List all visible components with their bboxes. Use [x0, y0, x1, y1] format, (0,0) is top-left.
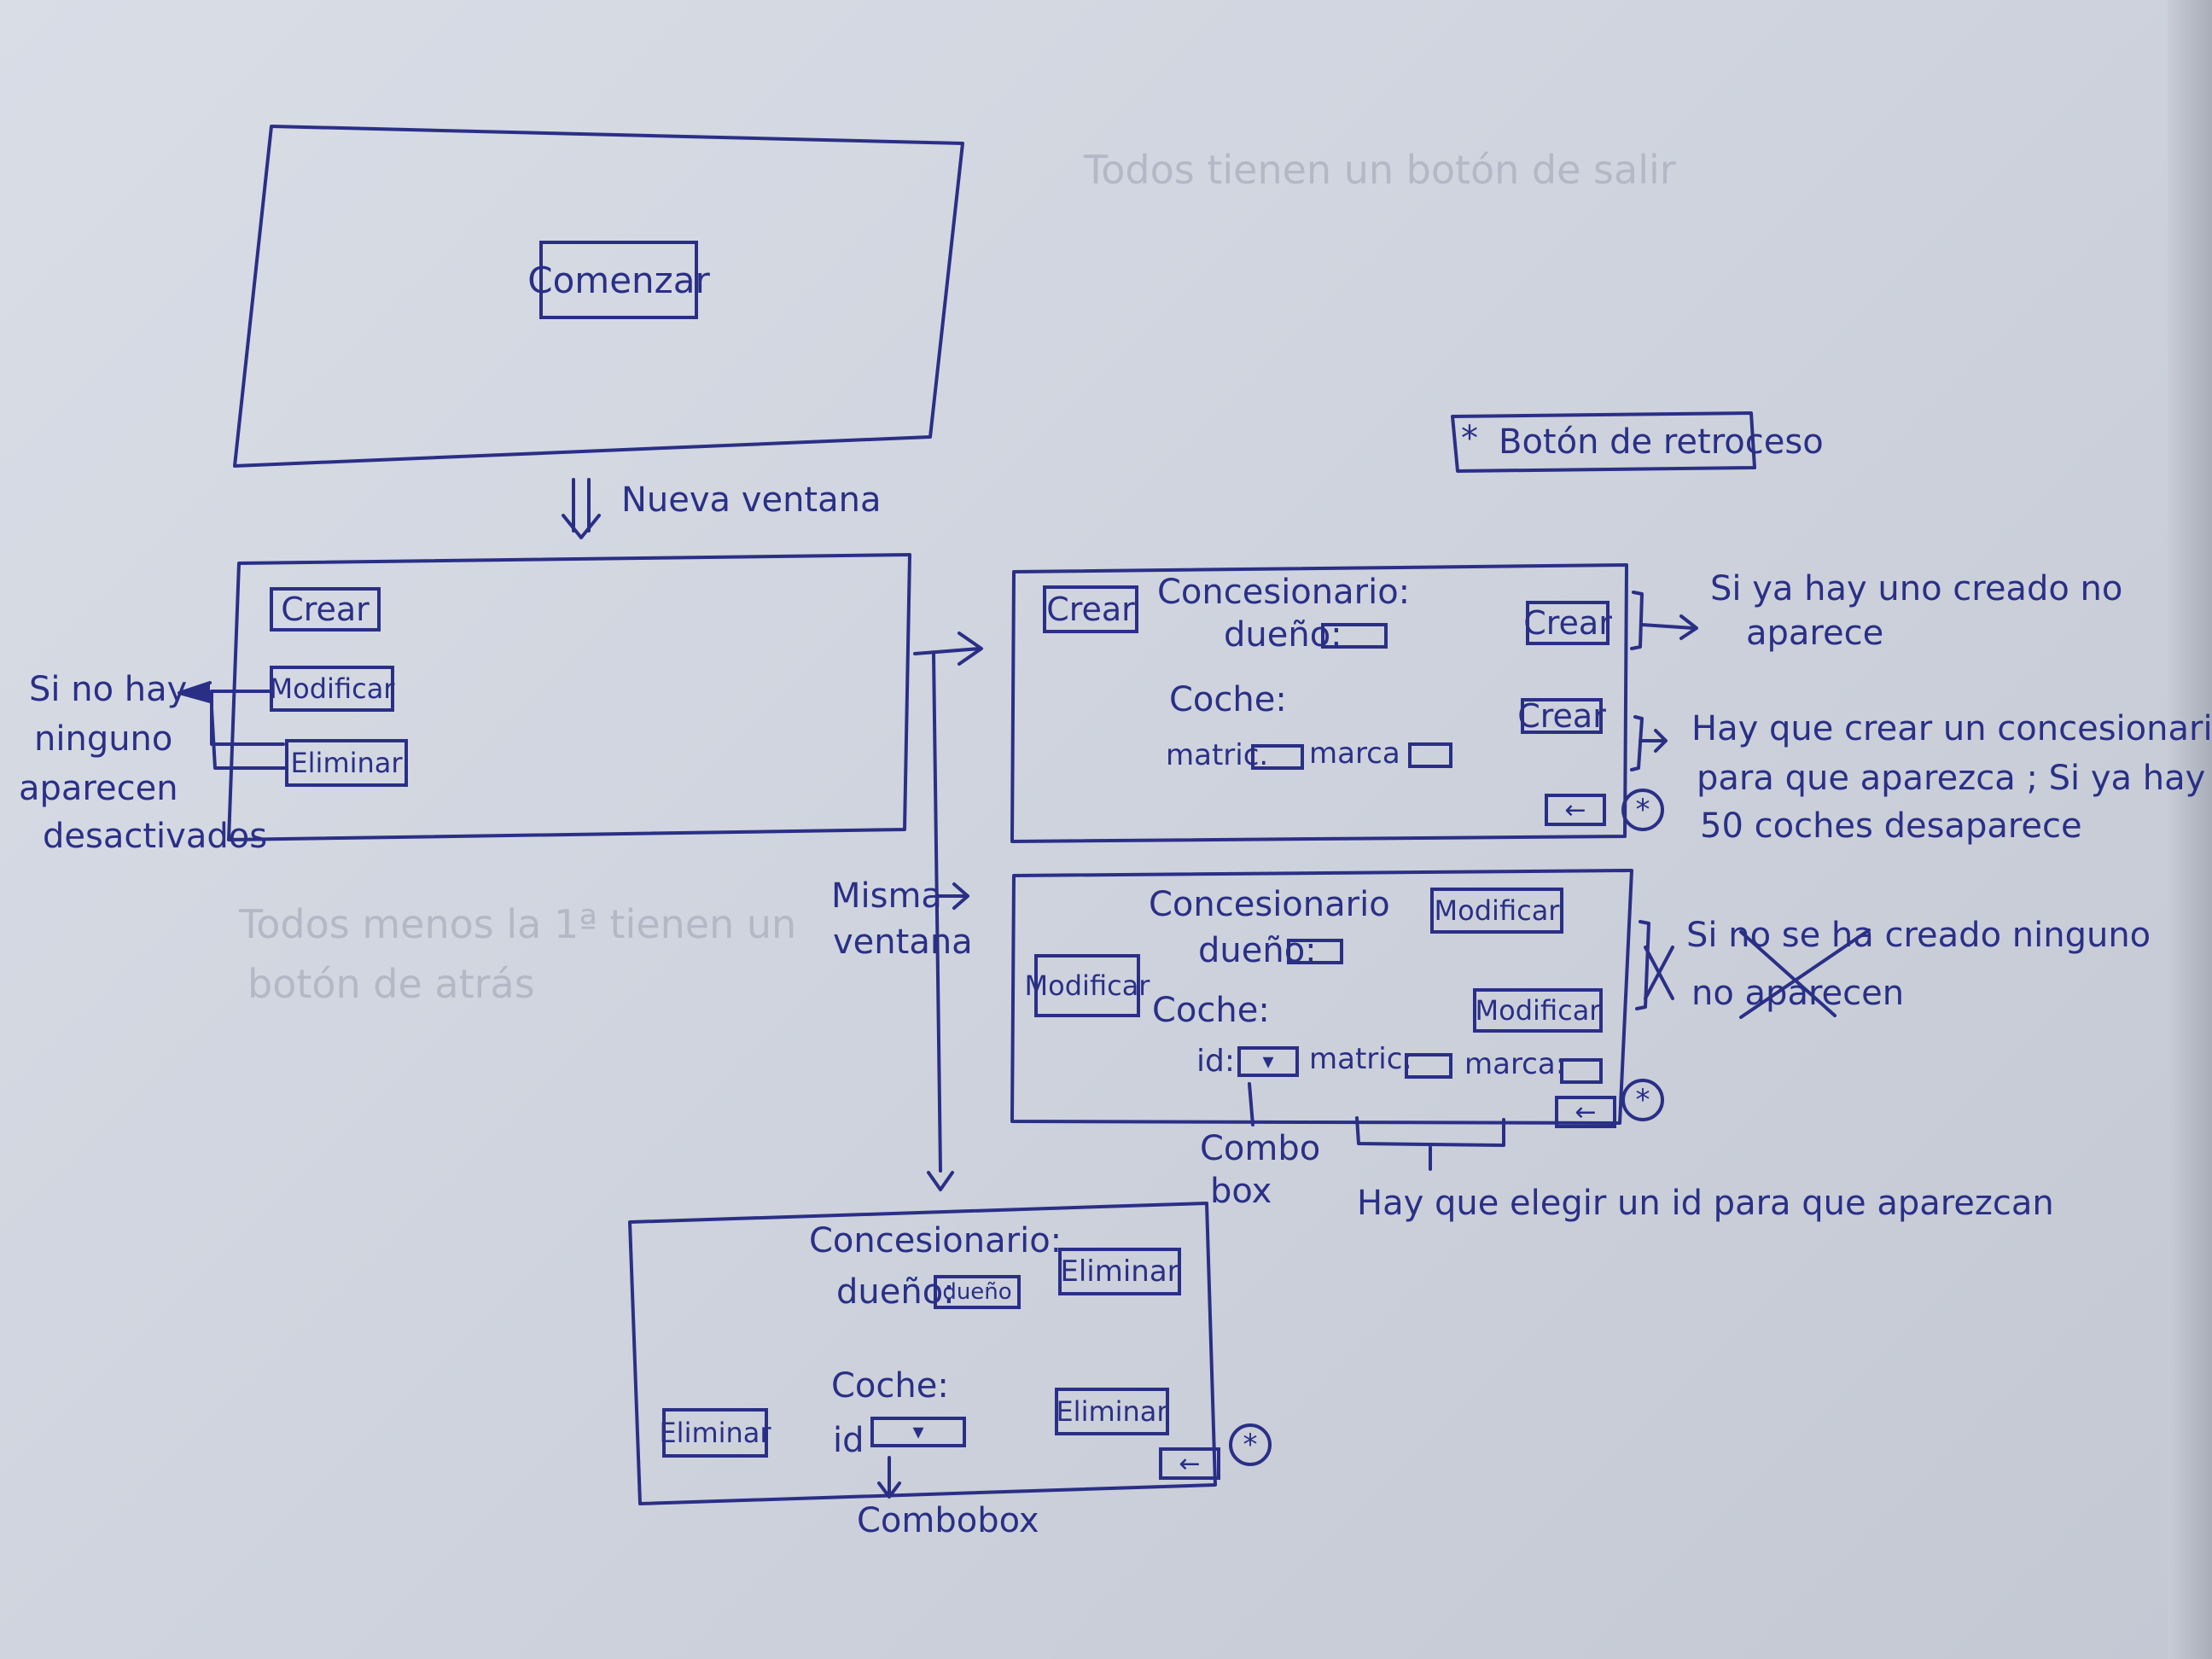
eliminar-back-marker: * — [1229, 1423, 1272, 1466]
eliminar-concesionario-label: Concesionario: — [809, 1221, 1062, 1260]
misma-ventana-note-2: ventana — [833, 923, 973, 962]
modificar-back-button[interactable]: ← — [1555, 1096, 1616, 1128]
desactivados-note-3: aparecen — [19, 769, 178, 808]
crear-matric-field[interactable] — [1251, 744, 1304, 770]
modificar-marca-field[interactable] — [1560, 1058, 1603, 1084]
crear-concesionario-label: Concesionario: — [1157, 573, 1411, 612]
menu-crear-button[interactable]: Crear — [270, 587, 381, 632]
legend-label: Botón de retroceso — [1499, 422, 1824, 462]
crear-side-button[interactable]: Crear — [1043, 585, 1138, 633]
desactivados-arrow — [178, 681, 212, 703]
desactivados-note-4: desactivados — [43, 817, 268, 856]
ya-hay-note-2: aparece — [1746, 614, 1884, 653]
faded-note-left-1: Todos menos la 1ª tienen un — [239, 901, 797, 947]
combobox-note: Combobox — [857, 1501, 1039, 1540]
elegir-id-note: Hay que elegir un id para que aparezcan — [1357, 1184, 2054, 1223]
modificar-concesionario-button[interactable]: Modificar — [1430, 888, 1563, 934]
nueva-ventana-arrow — [562, 478, 601, 539]
desactivados-bracket — [210, 690, 287, 770]
legend-asterisk: * — [1461, 419, 1478, 458]
flow-line-vertical — [932, 652, 942, 1173]
eliminar-dueno-field[interactable]: dueño — [934, 1275, 1021, 1309]
modificar-back-marker: * — [1621, 1079, 1664, 1121]
flow-arrow-to-eliminar — [927, 1171, 954, 1191]
crear-concesionario-button[interactable]: Crear — [1523, 601, 1612, 645]
misma-ventana-note-1: Misma — [831, 876, 942, 916]
eliminar-window-outline — [628, 1202, 1217, 1505]
struck-note-1: Si no se ha creado ninguno — [1686, 916, 2151, 955]
eliminar-id-label: id — [833, 1421, 864, 1460]
faded-note-top: Todos tienen un botón de salir — [1084, 147, 1676, 193]
modificar-coche-label: Coche: — [1152, 991, 1270, 1030]
eliminar-coche-label: Coche: — [831, 1366, 949, 1406]
modificar-marca-label: marca: — [1464, 1047, 1566, 1081]
chevron-down-icon: ▾ — [1262, 1049, 1274, 1074]
crear-coche-button[interactable]: Crear — [1517, 697, 1606, 735]
struck-note-2: no aparecen — [1691, 974, 1905, 1013]
nueva-ventana-note: Nueva ventana — [621, 480, 882, 520]
crear-coche-label: Coche: — [1169, 680, 1287, 719]
crear-marca-field[interactable] — [1408, 742, 1452, 768]
paper-edge — [2168, 0, 2212, 1659]
flow-arrow-to-modificar — [937, 882, 969, 910]
elegir-id-bracket — [1355, 1116, 1505, 1171]
crear-bracket-top — [1630, 591, 1698, 650]
eliminar-coche-button[interactable]: Eliminar — [1055, 1388, 1169, 1435]
flow-arrow-to-crear — [913, 632, 983, 666]
eliminar-concesionario-button[interactable]: Eliminar — [1058, 1248, 1181, 1295]
faded-note-left-2: botón de atrás — [247, 961, 535, 1007]
desactivados-note-1: Si no hay — [29, 670, 188, 709]
hay-que-crear-note-2: para que aparezca ; Si ya hay — [1697, 759, 2206, 798]
crear-back-button[interactable]: ← — [1545, 794, 1606, 826]
modificar-coche-button[interactable]: Modificar — [1473, 988, 1603, 1033]
start-window-outline — [233, 125, 964, 468]
modificar-id-combobox[interactable]: ▾ — [1237, 1046, 1299, 1077]
combo-arrow-eliminar — [877, 1456, 901, 1499]
modificar-dueno-field[interactable] — [1287, 939, 1343, 964]
modificar-bracket — [1635, 920, 1674, 1010]
crear-bracket-coche — [1630, 715, 1668, 771]
menu-window-outline — [227, 553, 911, 841]
combo-arrow-modificar — [1248, 1082, 1254, 1126]
desactivados-note-2: ninguno — [34, 719, 173, 759]
eliminar-back-button[interactable]: ← — [1159, 1447, 1220, 1480]
ya-hay-note-1: Si ya hay uno creado no — [1710, 569, 2123, 608]
eliminar-side-button[interactable]: Eliminar — [659, 1408, 771, 1458]
crear-marca-label: marca — [1309, 736, 1400, 771]
comenzar-button[interactable]: Comenzar — [527, 241, 710, 319]
legend-box — [1451, 411, 1756, 473]
combo-note-1: Combo — [1200, 1129, 1321, 1168]
modificar-window-outline — [1010, 869, 1633, 1125]
crear-window-outline — [1010, 563, 1628, 843]
hay-que-crear-note-1: Hay que crear un concesionario — [1691, 709, 2212, 748]
strike-through — [1739, 928, 1871, 1019]
menu-modificar-button[interactable]: Modificar — [270, 666, 394, 712]
eliminar-id-combobox[interactable]: ▾ — [870, 1417, 966, 1447]
menu-eliminar-button[interactable]: Eliminar — [285, 739, 408, 787]
modificar-side-button[interactable]: Modificar — [1025, 954, 1150, 1017]
modificar-id-label: id: — [1196, 1044, 1235, 1079]
modificar-matric-field[interactable] — [1405, 1053, 1452, 1079]
crear-back-marker: * — [1621, 789, 1664, 831]
chevron-down-icon: ▾ — [912, 1419, 924, 1445]
hay-que-crear-note-3: 50 coches desaparece — [1700, 806, 2082, 846]
combo-note-2: box — [1210, 1172, 1272, 1211]
modificar-concesionario-label: Concesionario — [1149, 885, 1390, 924]
modificar-matric-label: matric: — [1309, 1042, 1412, 1076]
crear-dueno-field[interactable] — [1321, 623, 1388, 649]
